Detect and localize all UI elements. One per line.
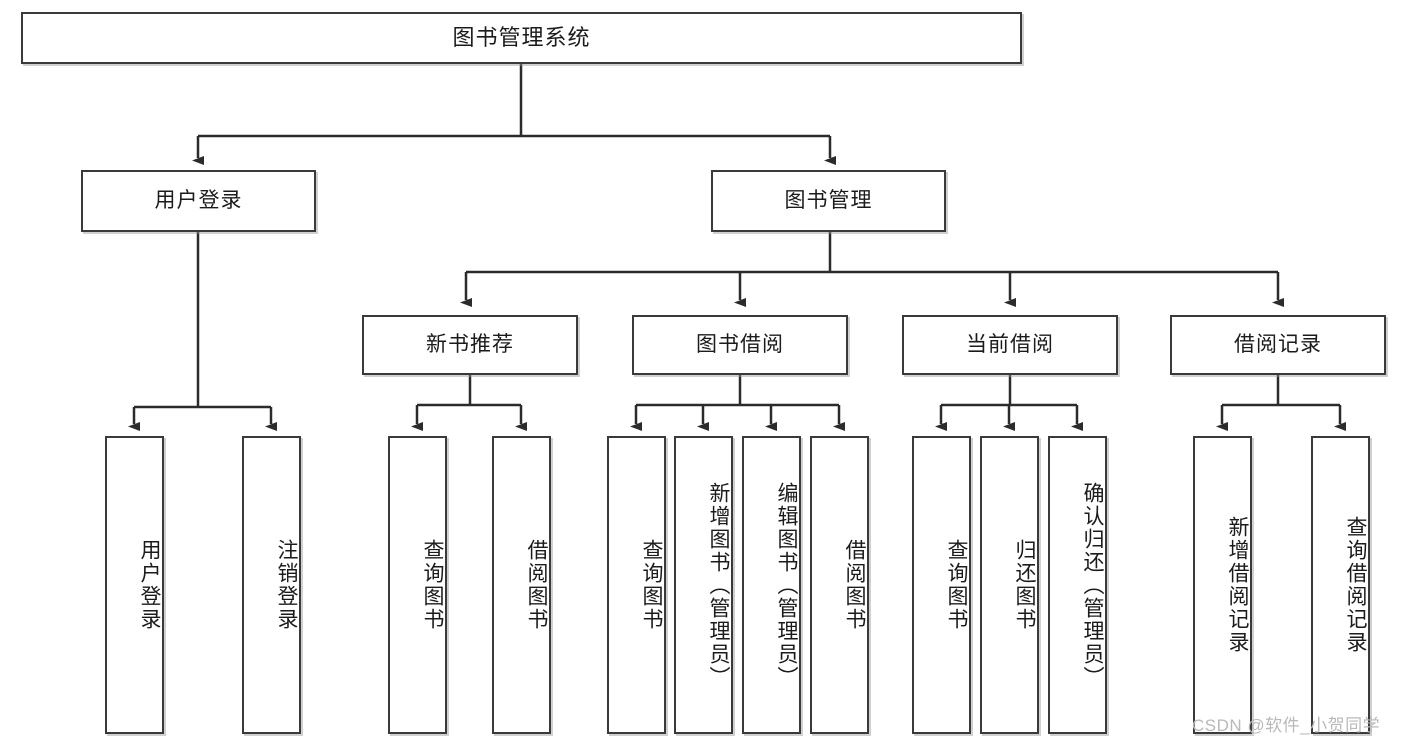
node-label: 当前借阅 [966, 333, 1054, 357]
node-label: 借阅记录 [1234, 333, 1322, 357]
watermark: CSDN @软件_小贺同学 [1192, 716, 1381, 735]
node-label: 新增图书（管理员） [707, 481, 730, 689]
leaf-borrow-book-recommend[interactable]: 借阅图书 [492, 436, 551, 734]
node-current-borrow[interactable]: 当前借阅 [902, 315, 1118, 375]
node-label: 用户登录 [154, 189, 243, 213]
node-label: 借阅图书 [843, 539, 866, 631]
node-label: 图书管理系统 [452, 24, 591, 50]
node-label: 查询图书 [640, 539, 663, 631]
node-label: 注销登录 [275, 539, 298, 631]
node-label: 新增借阅记录 [1226, 516, 1249, 654]
node-root-system[interactable]: 图书管理系统 [21, 12, 1022, 64]
node-label: 归还图书 [1013, 539, 1036, 631]
node-label: 借阅图书 [525, 539, 548, 631]
leaf-query-book-borrow[interactable]: 查询图书 [607, 436, 666, 734]
node-book-manage[interactable]: 图书管理 [711, 170, 946, 232]
leaf-borrow-book[interactable]: 借阅图书 [810, 436, 869, 734]
node-label: 图书借阅 [696, 333, 784, 357]
node-book-borrow[interactable]: 图书借阅 [632, 315, 848, 375]
node-user-login[interactable]: 用户登录 [81, 170, 316, 232]
node-label: 查询借阅记录 [1344, 516, 1367, 654]
leaf-add-borrow-record[interactable]: 新增借阅记录 [1193, 436, 1252, 734]
node-label: 查询图书 [421, 539, 444, 631]
node-borrow-record[interactable]: 借阅记录 [1170, 315, 1386, 375]
leaf-edit-book[interactable]: 编辑图书（管理员） [742, 436, 801, 734]
node-new-book-recommend[interactable]: 新书推荐 [362, 315, 578, 375]
leaf-logout-login[interactable]: 注销登录 [242, 436, 301, 734]
node-label: 新书推荐 [426, 333, 514, 357]
leaf-query-book-current[interactable]: 查询图书 [912, 436, 971, 734]
leaf-confirm-return[interactable]: 确认归还（管理员） [1048, 436, 1107, 734]
leaf-query-book-recommend[interactable]: 查询图书 [388, 436, 447, 734]
node-label: 图书管理 [784, 189, 873, 213]
node-label: 查询图书 [945, 539, 968, 631]
leaf-return-book[interactable]: 归还图书 [980, 436, 1039, 734]
leaf-add-book[interactable]: 新增图书（管理员） [674, 436, 733, 734]
node-label: 用户登录 [138, 539, 161, 631]
leaf-query-borrow-record[interactable]: 查询借阅记录 [1311, 436, 1370, 734]
node-label: 编辑图书（管理员） [775, 481, 798, 689]
node-label: 确认归还（管理员） [1081, 481, 1104, 689]
leaf-user-login[interactable]: 用户登录 [105, 436, 164, 734]
